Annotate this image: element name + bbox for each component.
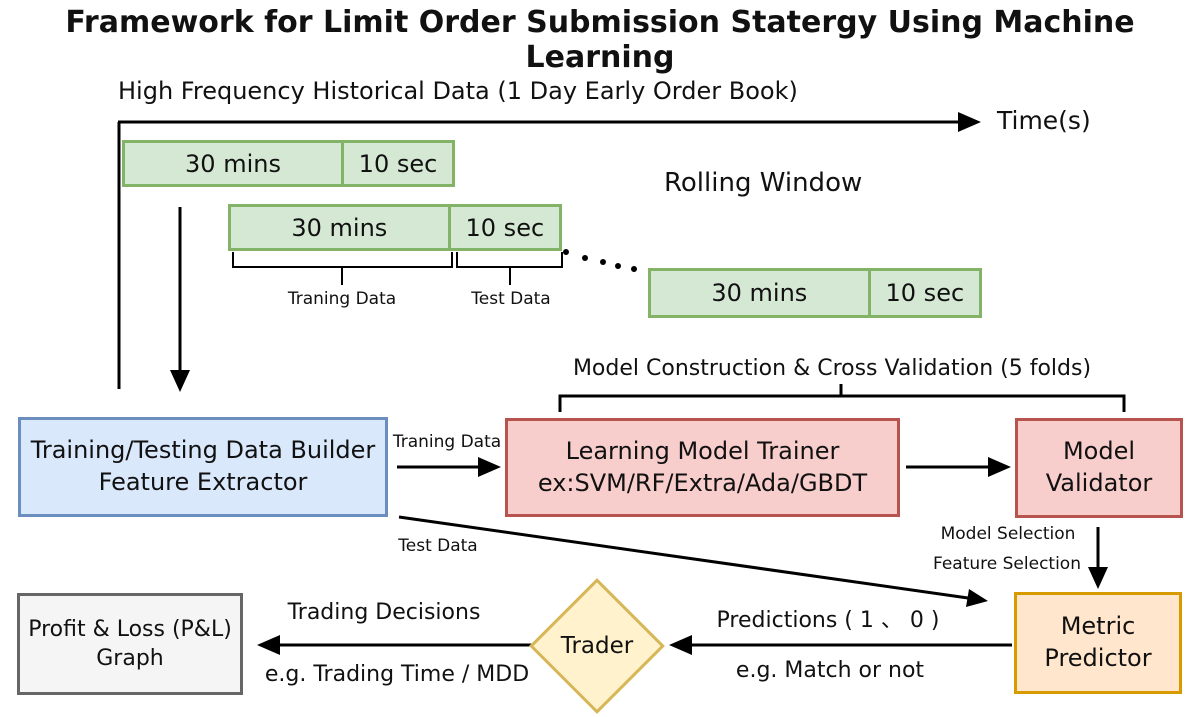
test-data-diagonal-arrow-line [398,515,969,600]
metric-predictor-line1: Metric [1060,612,1136,641]
window-3-test-segment: 10 sec [867,271,979,315]
trainer-to-validator-arrowhead [988,457,1011,477]
window-1-train-segment: 30 mins [185,149,281,178]
test-data-edge-label: Test Data [398,536,478,556]
data-builder-node: Training/Testing Data Builder Feature Ex… [18,417,388,517]
builder-to-trainer-arrowhead [478,457,501,477]
window-bar-2: 30 mins 10 sec [228,204,562,251]
validator-to-metric-arrowhead [1088,567,1108,589]
trader-label: Trader [560,633,634,659]
cross-validation-label: Model Construction & Cross Validation (5… [572,356,1092,381]
training-data-bracket [232,252,453,285]
page-title: Framework for Limit Order Submission Sta… [65,5,1135,75]
test-data-bracket [456,252,563,285]
predictions-example-label: e.g. Match or not [735,658,925,683]
window-3-train-segment: 30 mins [711,279,808,307]
window-bar-3: 30 mins 10 sec [648,268,982,318]
model-trainer-line1: Learning Model Trainer [565,436,840,465]
model-selection-label: Model Selection [940,524,1076,544]
feature-selection-label: Feature Selection [933,554,1081,574]
pnl-graph-node: Profit & Loss (P&L) Graph [17,593,243,695]
data-builder-line2: Feature Extractor [98,468,308,496]
rolling-ellipsis-dots [563,249,637,272]
test-data-bracket-label: Test Data [471,289,551,309]
to-builder-arrowhead [170,370,190,392]
cross-validation-bracket [558,384,1126,412]
window-2-train-segment: 30 mins [291,213,388,242]
predictions-label: Predictions ( 1 、 0 ) [716,608,940,633]
pnl-graph-line2: Graph [96,646,164,671]
pnl-graph-line1: Profit & Loss (P&L) [28,616,232,642]
test-data-diagonal-arrowhead [966,589,988,607]
window-1-test-segment: 10 sec [341,143,452,184]
window-bar-1: 30 mins 10 sec [122,140,455,187]
data-builder-line1: Training/Testing Data Builder [30,436,376,465]
training-data-bracket-label: Traning Data [287,289,397,309]
model-trainer-node: Learning Model Trainer ex:SVM/RF/Extra/A… [505,418,900,517]
metric-predictor-node: Metric Predictor [1014,592,1182,694]
trading-decisions-example-label: e.g. Trading Time / MDD [264,662,530,687]
model-validator-node: Model Validator [1015,418,1183,518]
model-validator-line1: Model [1062,437,1136,466]
training-data-edge-label: Traning Data [392,432,502,452]
window-2-test-segment: 10 sec [447,207,559,248]
time-axis-label: Time(s) [997,106,1091,135]
trading-decisions-label: Trading Decisions [287,600,481,625]
time-axis-arrowhead [958,112,981,132]
timeline-header: High Frequency Historical Data (1 Day Ea… [118,77,798,105]
model-validator-line2: Validator [1045,469,1153,497]
metric-to-trader-arrowhead [669,635,692,655]
metric-predictor-line2: Predictor [1044,644,1152,672]
trader-to-pnl-arrowhead [257,635,280,655]
rolling-window-label: Rolling Window [664,168,863,198]
model-trainer-line2: ex:SVM/RF/Extra/Ada/GBDT [537,468,868,497]
